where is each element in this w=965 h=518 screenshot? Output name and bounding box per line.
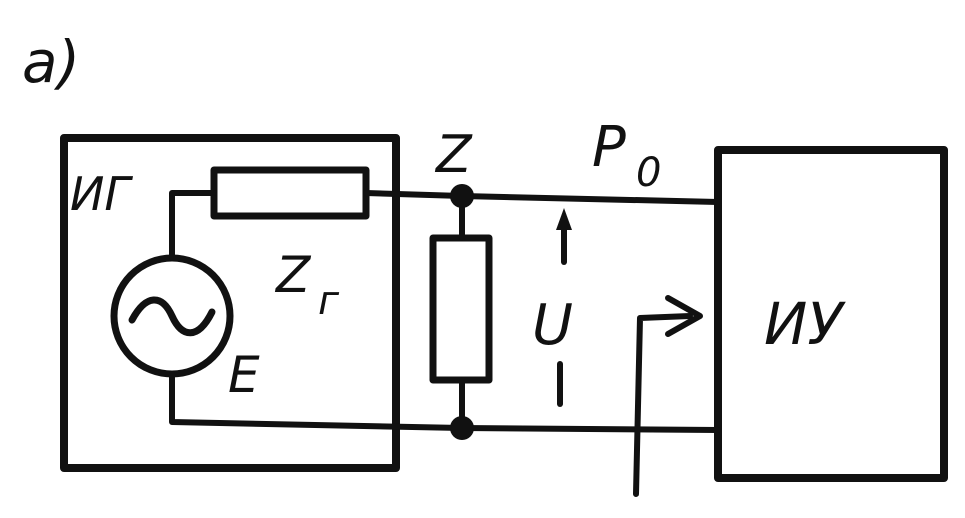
generator-block-frame [60, 134, 400, 472]
wire-source-top [169, 190, 217, 261]
device-block-frame [714, 146, 948, 482]
ac-sine-icon [128, 296, 216, 337]
junction-bottom [450, 416, 474, 440]
power-label: P [592, 115, 626, 180]
power-subscript: 0 [636, 150, 661, 196]
wire-top-rail [363, 190, 721, 205]
source-impedance-label: Z [274, 246, 312, 304]
source-impedance-resistor [210, 166, 370, 220]
load-resistor [429, 234, 493, 384]
wire-bottom-rail [459, 425, 721, 433]
voltage-label: U [532, 293, 573, 358]
figure-letter: a) [22, 28, 80, 96]
input-arrow [633, 295, 703, 497]
device-block-label: ИУ [764, 290, 846, 358]
wire-source-bottom [169, 371, 465, 431]
voltage-arrow [556, 208, 572, 407]
source-emf-label: E [228, 346, 260, 404]
generator-block-label: ИГ [70, 167, 133, 221]
junction-top [450, 184, 474, 208]
source-impedance-subscript: г [318, 278, 340, 324]
node-label: Z [434, 125, 473, 185]
